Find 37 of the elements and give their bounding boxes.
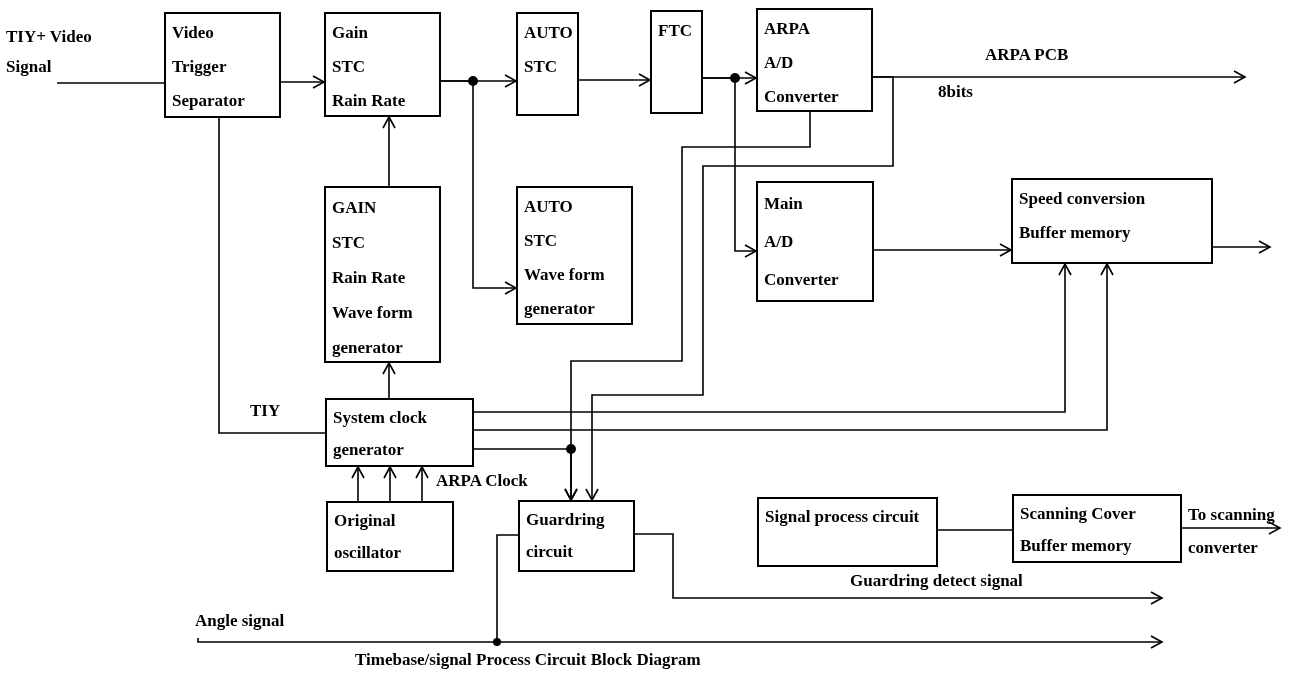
connector-arrow [585,76,894,501]
connector-arrow [473,263,1114,431]
connector-arrow [383,466,397,502]
connector-arrow [473,448,578,501]
signal-text: To scanning converter [1188,498,1288,597]
connector-arrow [382,362,396,399]
connector-arrow [1212,240,1271,254]
block-box: ARPA A/D Converter [756,8,873,112]
block-box: Original oscillator [326,501,454,572]
connector-arrow [873,243,1012,257]
block-box: Main A/D Converter [756,181,874,302]
block-box: Scanning Cover Buffer memory [1012,494,1182,563]
connector-arrow [702,77,757,258]
connector-arrow [280,75,325,89]
block-box: GAIN STC Rain Rate Wave form generator [324,186,441,363]
connector-arrow [440,80,517,295]
signal-text: TIY+ Video Signal [6,22,146,84]
connector-arrow [382,116,396,187]
block-box: AUTO STC [516,12,579,116]
connector-arrow [197,635,1163,649]
block-box: AUTO STC Wave form generator [516,186,633,325]
connector-arrow [351,466,365,502]
block-box: Gain STC Rain Rate [324,12,441,117]
connector-arrow [578,73,651,87]
connector-arrow [634,533,1163,605]
block-box: Speed conversion Buffer memory [1011,178,1213,264]
block-box: Signal process circuit [757,497,938,567]
block-box: Video Trigger Separator [164,12,281,118]
block-box: FTC [650,10,703,114]
block-box: Guardring circuit [518,500,635,572]
connector-arrow [415,466,429,502]
connector-arrow [473,263,1072,413]
connector-arrow [1181,521,1281,535]
diagram-caption: Timebase/signal Process Circuit Block Diagram [355,649,701,671]
signal-label: 8bits [938,81,974,103]
block-box: System clock generator [325,398,474,467]
signal-text: Angle signal [195,606,335,638]
